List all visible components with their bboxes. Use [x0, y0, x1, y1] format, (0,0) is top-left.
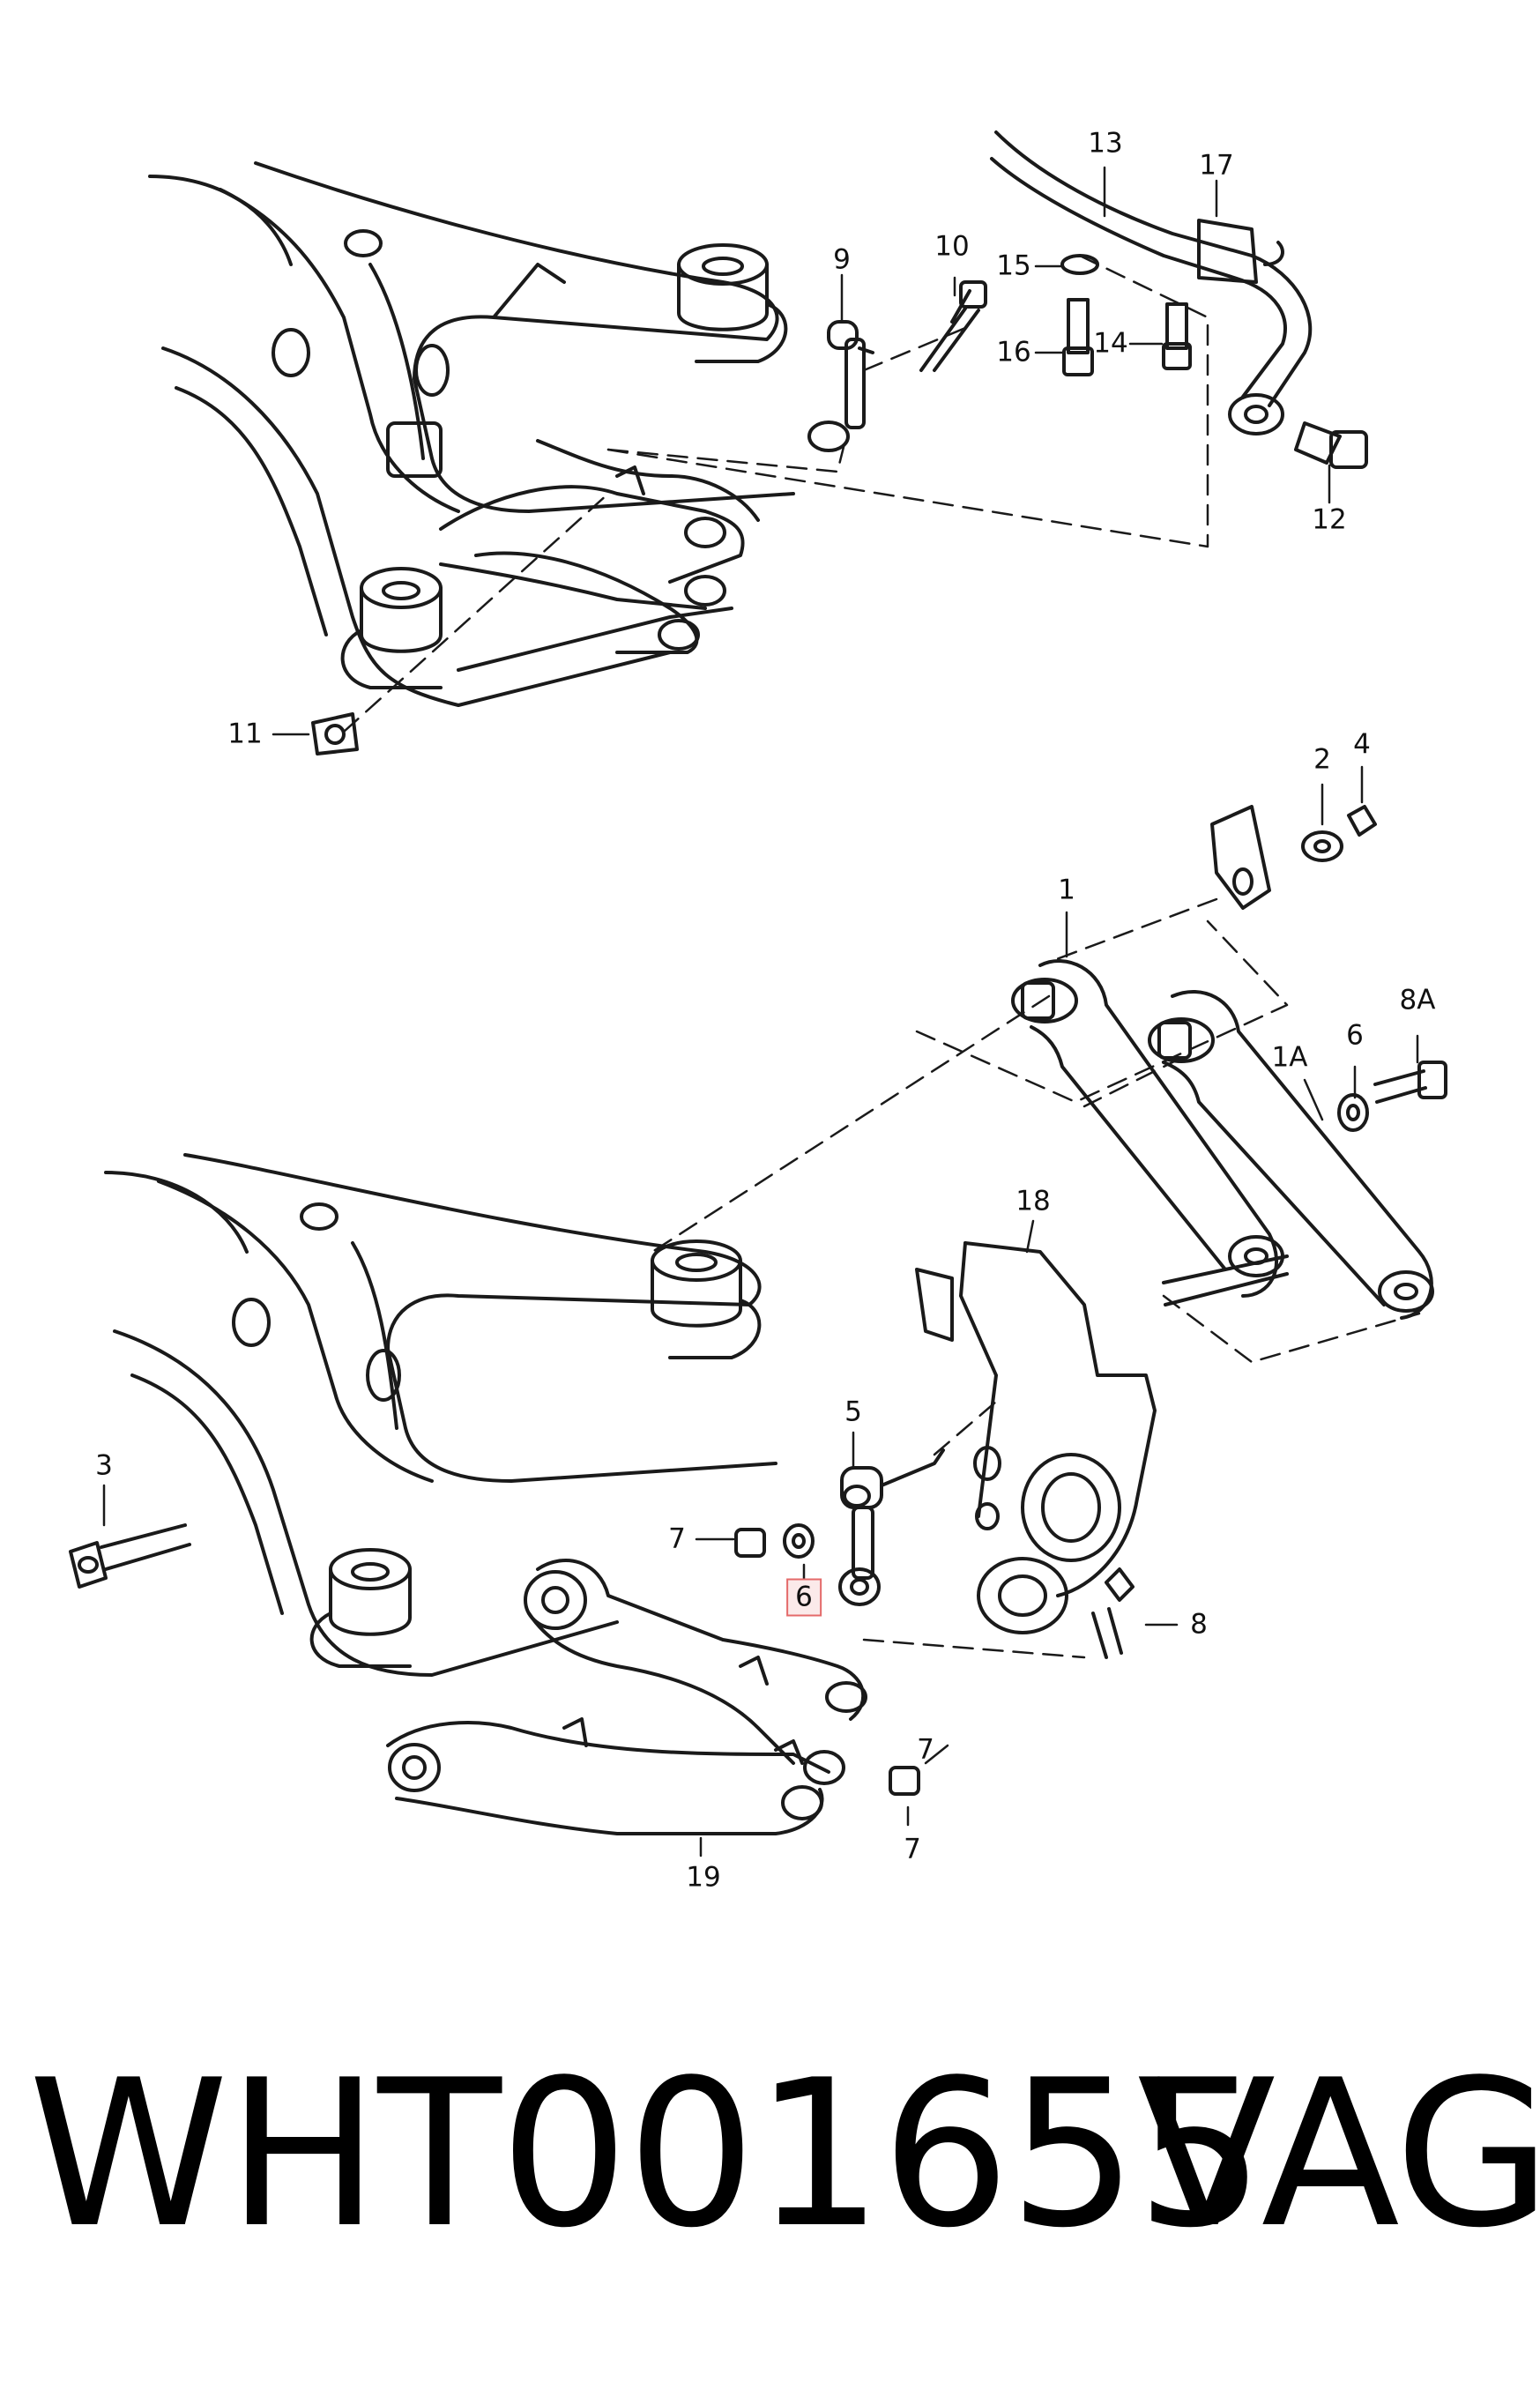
brand-label: VAG: [1137, 2037, 1540, 2273]
callout-8a: 8A: [1399, 984, 1436, 1016]
lower-arm-19: [386, 1559, 867, 1835]
callout-4: 4: [1353, 728, 1371, 761]
lower-front-bushing: [651, 1239, 762, 1359]
callout-7-right-lower: 7: [904, 1833, 921, 1865]
lower-dash-lines: [651, 897, 1421, 1659]
upper-lower-arm: [439, 465, 745, 654]
upper-coupling-rod: [807, 320, 874, 452]
callout-9: 9: [833, 243, 851, 276]
callout-10: 10: [934, 230, 970, 263]
callout-2: 2: [1313, 743, 1331, 776]
upper-stabilizer-bar: [990, 130, 1313, 435]
callout-13: 13: [1088, 127, 1123, 160]
upper-rear-bushing: [340, 567, 443, 689]
callout-11: 11: [227, 718, 263, 750]
callout-16: 16: [996, 336, 1031, 368]
callout-6-upper: 6: [1346, 1019, 1364, 1052]
upper-front-bushing: [677, 243, 788, 363]
part-number-label: WHT001655: [28, 2037, 1265, 2273]
callout-3: 3: [95, 1449, 113, 1482]
transverse-link-1a: [1148, 990, 1434, 1320]
callout-15: 15: [996, 249, 1031, 282]
callout-1a: 1A: [1271, 1041, 1308, 1074]
callout-5: 5: [844, 1396, 862, 1428]
upper-subframe: [148, 161, 795, 707]
lower-bolts-and-nuts: [69, 1061, 1447, 1796]
callout-18: 18: [1016, 1185, 1051, 1217]
lower-coupling-rod: [838, 1448, 945, 1606]
transverse-link-1: [1011, 959, 1284, 1298]
callout-leaders: [102, 166, 1419, 1857]
callout-12: 12: [1312, 503, 1347, 536]
wheel-bearing-housing: [915, 1241, 1157, 1634]
callout-14: 14: [1093, 327, 1128, 360]
lower-subframe: [104, 1153, 777, 1677]
callout-1: 1: [1058, 874, 1075, 906]
callout-7-right-upper: 7: [917, 1733, 934, 1766]
callout-19: 19: [686, 1861, 721, 1894]
callout-7-left: 7: [668, 1522, 686, 1555]
lower-rear-bushing: [309, 1548, 412, 1668]
upper-bolts-and-nuts: [311, 254, 1368, 756]
callout-17: 17: [1199, 149, 1234, 182]
body-bracket: [1210, 805, 1377, 910]
upper-dash-lines: [342, 254, 1209, 733]
callout-6-highlighted: 6: [786, 1578, 822, 1617]
callout-8: 8: [1190, 1608, 1208, 1641]
